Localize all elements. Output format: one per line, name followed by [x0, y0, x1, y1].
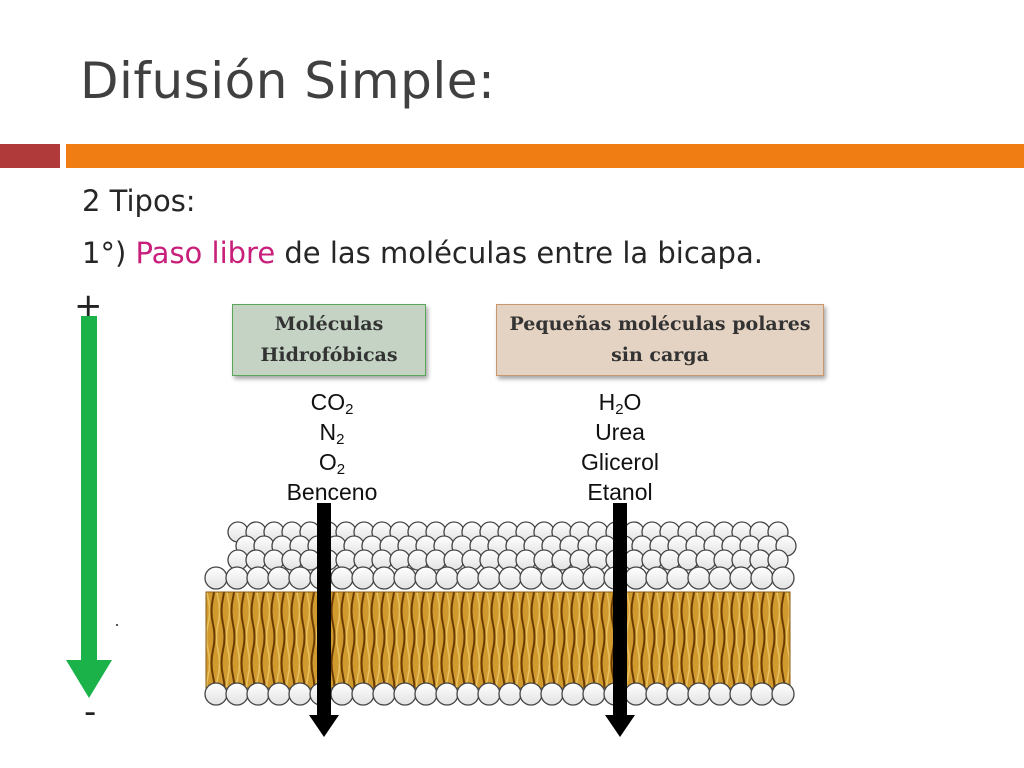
- phospholipid-head: [351, 566, 375, 590]
- phospholipid-head: [267, 566, 291, 590]
- hydrophobic-category-box: Moléculas Hidrofóbicas: [232, 304, 426, 376]
- phospholipid-head: [708, 682, 732, 706]
- phospholipid-head: [330, 566, 354, 590]
- phospholipid-head: [498, 682, 522, 706]
- molecule-glicerol: Glicerol: [581, 449, 659, 475]
- molecule-co2: CO2: [310, 389, 354, 418]
- hydrophobic-molecule-list: CO2 N2 O2 Benceno: [262, 387, 402, 507]
- description-line: 1°) Paso libre de las moléculas entre la…: [82, 236, 763, 270]
- phospholipid-head: [771, 566, 795, 590]
- concentration-gradient-arrow: [66, 316, 112, 698]
- phospholipid-head: [498, 566, 522, 590]
- diffusion-arrow-polar: [605, 503, 635, 737]
- phospholipid-head: [750, 682, 774, 706]
- phospholipid-head: [519, 682, 543, 706]
- phospholipid-head: [624, 682, 648, 706]
- phospholipid-head: [246, 566, 270, 590]
- phospholipid-head: [393, 682, 417, 706]
- phospholipid-head: [771, 682, 795, 706]
- description-highlight: Paso libre: [135, 236, 276, 270]
- description-suffix: de las moléculas entre la bicapa.: [275, 236, 763, 270]
- phospholipid-head: [582, 682, 606, 706]
- phospholipid-head: [750, 566, 774, 590]
- stray-dot: [116, 624, 118, 626]
- phospholipid-head: [666, 682, 690, 706]
- diffusion-arrow-hydrophobic: [309, 503, 339, 737]
- phospholipid-head: [435, 566, 459, 590]
- molecule-n2: N2: [319, 419, 345, 448]
- phospholipid-head: [393, 566, 417, 590]
- phospholipid-head: [456, 682, 480, 706]
- phospholipid-head: [645, 566, 669, 590]
- polar-label-line1: Pequeñas moléculas polares: [509, 313, 811, 335]
- phospholipid-head: [624, 566, 648, 590]
- hydrophobic-label-line2: Hidrofóbicas: [260, 344, 398, 366]
- phospholipid-head: [288, 682, 312, 706]
- phospholipid-head: [687, 682, 711, 706]
- phospholipid-head: [645, 682, 669, 706]
- title-bar-accent-left: [0, 144, 60, 168]
- phospholipid-head: [225, 566, 249, 590]
- phospholipid-head: [477, 682, 501, 706]
- hydrophobic-label-line1: Moléculas: [274, 313, 384, 335]
- gradient-minus-sign: -: [84, 692, 97, 732]
- phospholipid-head: [225, 682, 249, 706]
- phospholipid-head: [666, 566, 690, 590]
- phospholipid-head: [519, 566, 543, 590]
- phospholipid-head: [729, 682, 753, 706]
- polar-category-box: Pequeñas moléculas polares sin carga: [496, 304, 824, 376]
- phospholipid-head: [540, 682, 564, 706]
- phospholipid-head: [372, 566, 396, 590]
- molecule-benceno: Benceno: [286, 479, 378, 505]
- polar-label-line2: sin carga: [611, 344, 709, 366]
- molecule-etanol: Etanol: [587, 479, 653, 505]
- phospholipid-head: [561, 682, 585, 706]
- phospholipid-head: [372, 682, 396, 706]
- slide-title: Difusión Simple:: [80, 52, 496, 110]
- phospholipid-head: [561, 566, 585, 590]
- membrane-body: [204, 521, 797, 706]
- phospholipid-head: [687, 566, 711, 590]
- membrane-heads-back-rows: [227, 521, 797, 571]
- phospholipid-head: [288, 566, 312, 590]
- phospholipid-head: [204, 566, 228, 590]
- title-bar-accent-right: [66, 144, 1024, 168]
- phospholipid-head: [477, 566, 501, 590]
- phospholipid-head: [540, 566, 564, 590]
- phospholipid-head: [330, 682, 354, 706]
- phospholipid-head: [267, 682, 291, 706]
- phospholipid-head: [414, 566, 438, 590]
- phospholipid-head: [435, 682, 459, 706]
- phospholipid-head: [456, 566, 480, 590]
- phospholipid-head: [729, 566, 753, 590]
- molecule-urea: Urea: [595, 419, 645, 445]
- phospholipid-head: [351, 682, 375, 706]
- membrane-tail-region: [205, 591, 791, 689]
- membrane-heads-top-row: [204, 566, 795, 590]
- molecule-o2: O2: [318, 449, 346, 478]
- molecule-h2o: H2O: [598, 389, 642, 418]
- phospholipid-head: [414, 682, 438, 706]
- phospholipid-head: [582, 566, 606, 590]
- phospholipid-head: [204, 682, 228, 706]
- phospholipid-head: [246, 682, 270, 706]
- phospholipid-head: [708, 566, 732, 590]
- polar-molecule-list: H2O Urea Glicerol Etanol: [550, 387, 690, 507]
- subtitle-types: 2 Tipos:: [82, 184, 196, 218]
- description-prefix: 1°): [82, 236, 136, 270]
